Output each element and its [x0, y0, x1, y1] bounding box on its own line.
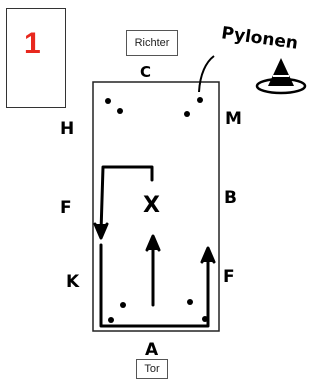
letter-c: C [140, 63, 151, 81]
arrow-head-down [93, 222, 109, 240]
path-left-down [99, 165, 154, 234]
cone-icon [255, 58, 307, 95]
cone-dot [105, 98, 111, 104]
cone-dot [117, 108, 123, 114]
cone-dot [184, 111, 190, 117]
letter-m: M [225, 109, 242, 129]
cone-dots [105, 97, 208, 323]
letter-f-left: F [60, 198, 72, 218]
path-bottom-loop [99, 243, 210, 328]
letter-f-right: F [223, 267, 235, 287]
arrow-head-up-right [200, 246, 216, 264]
exercise-number: 1 [24, 27, 41, 60]
riding-path [93, 165, 216, 328]
letter-h: H [60, 119, 74, 139]
tor-label: Tor [136, 359, 168, 379]
cone-dot [187, 299, 193, 305]
richter-label: Richter [126, 30, 178, 56]
arena-outline [92, 81, 220, 332]
cone-dot [120, 302, 126, 308]
cone-dot [108, 317, 114, 323]
letter-k: K [66, 272, 80, 292]
letter-x: X [143, 193, 160, 218]
pylonen-pointer [198, 55, 215, 93]
letter-b: B [224, 188, 237, 208]
cone-dot [197, 97, 203, 103]
pylonen-label: Pylonen [220, 23, 299, 54]
letter-a: A [145, 340, 159, 360]
exercise-number-box: 1 [6, 8, 66, 108]
arrow-head-up-center [145, 234, 161, 252]
